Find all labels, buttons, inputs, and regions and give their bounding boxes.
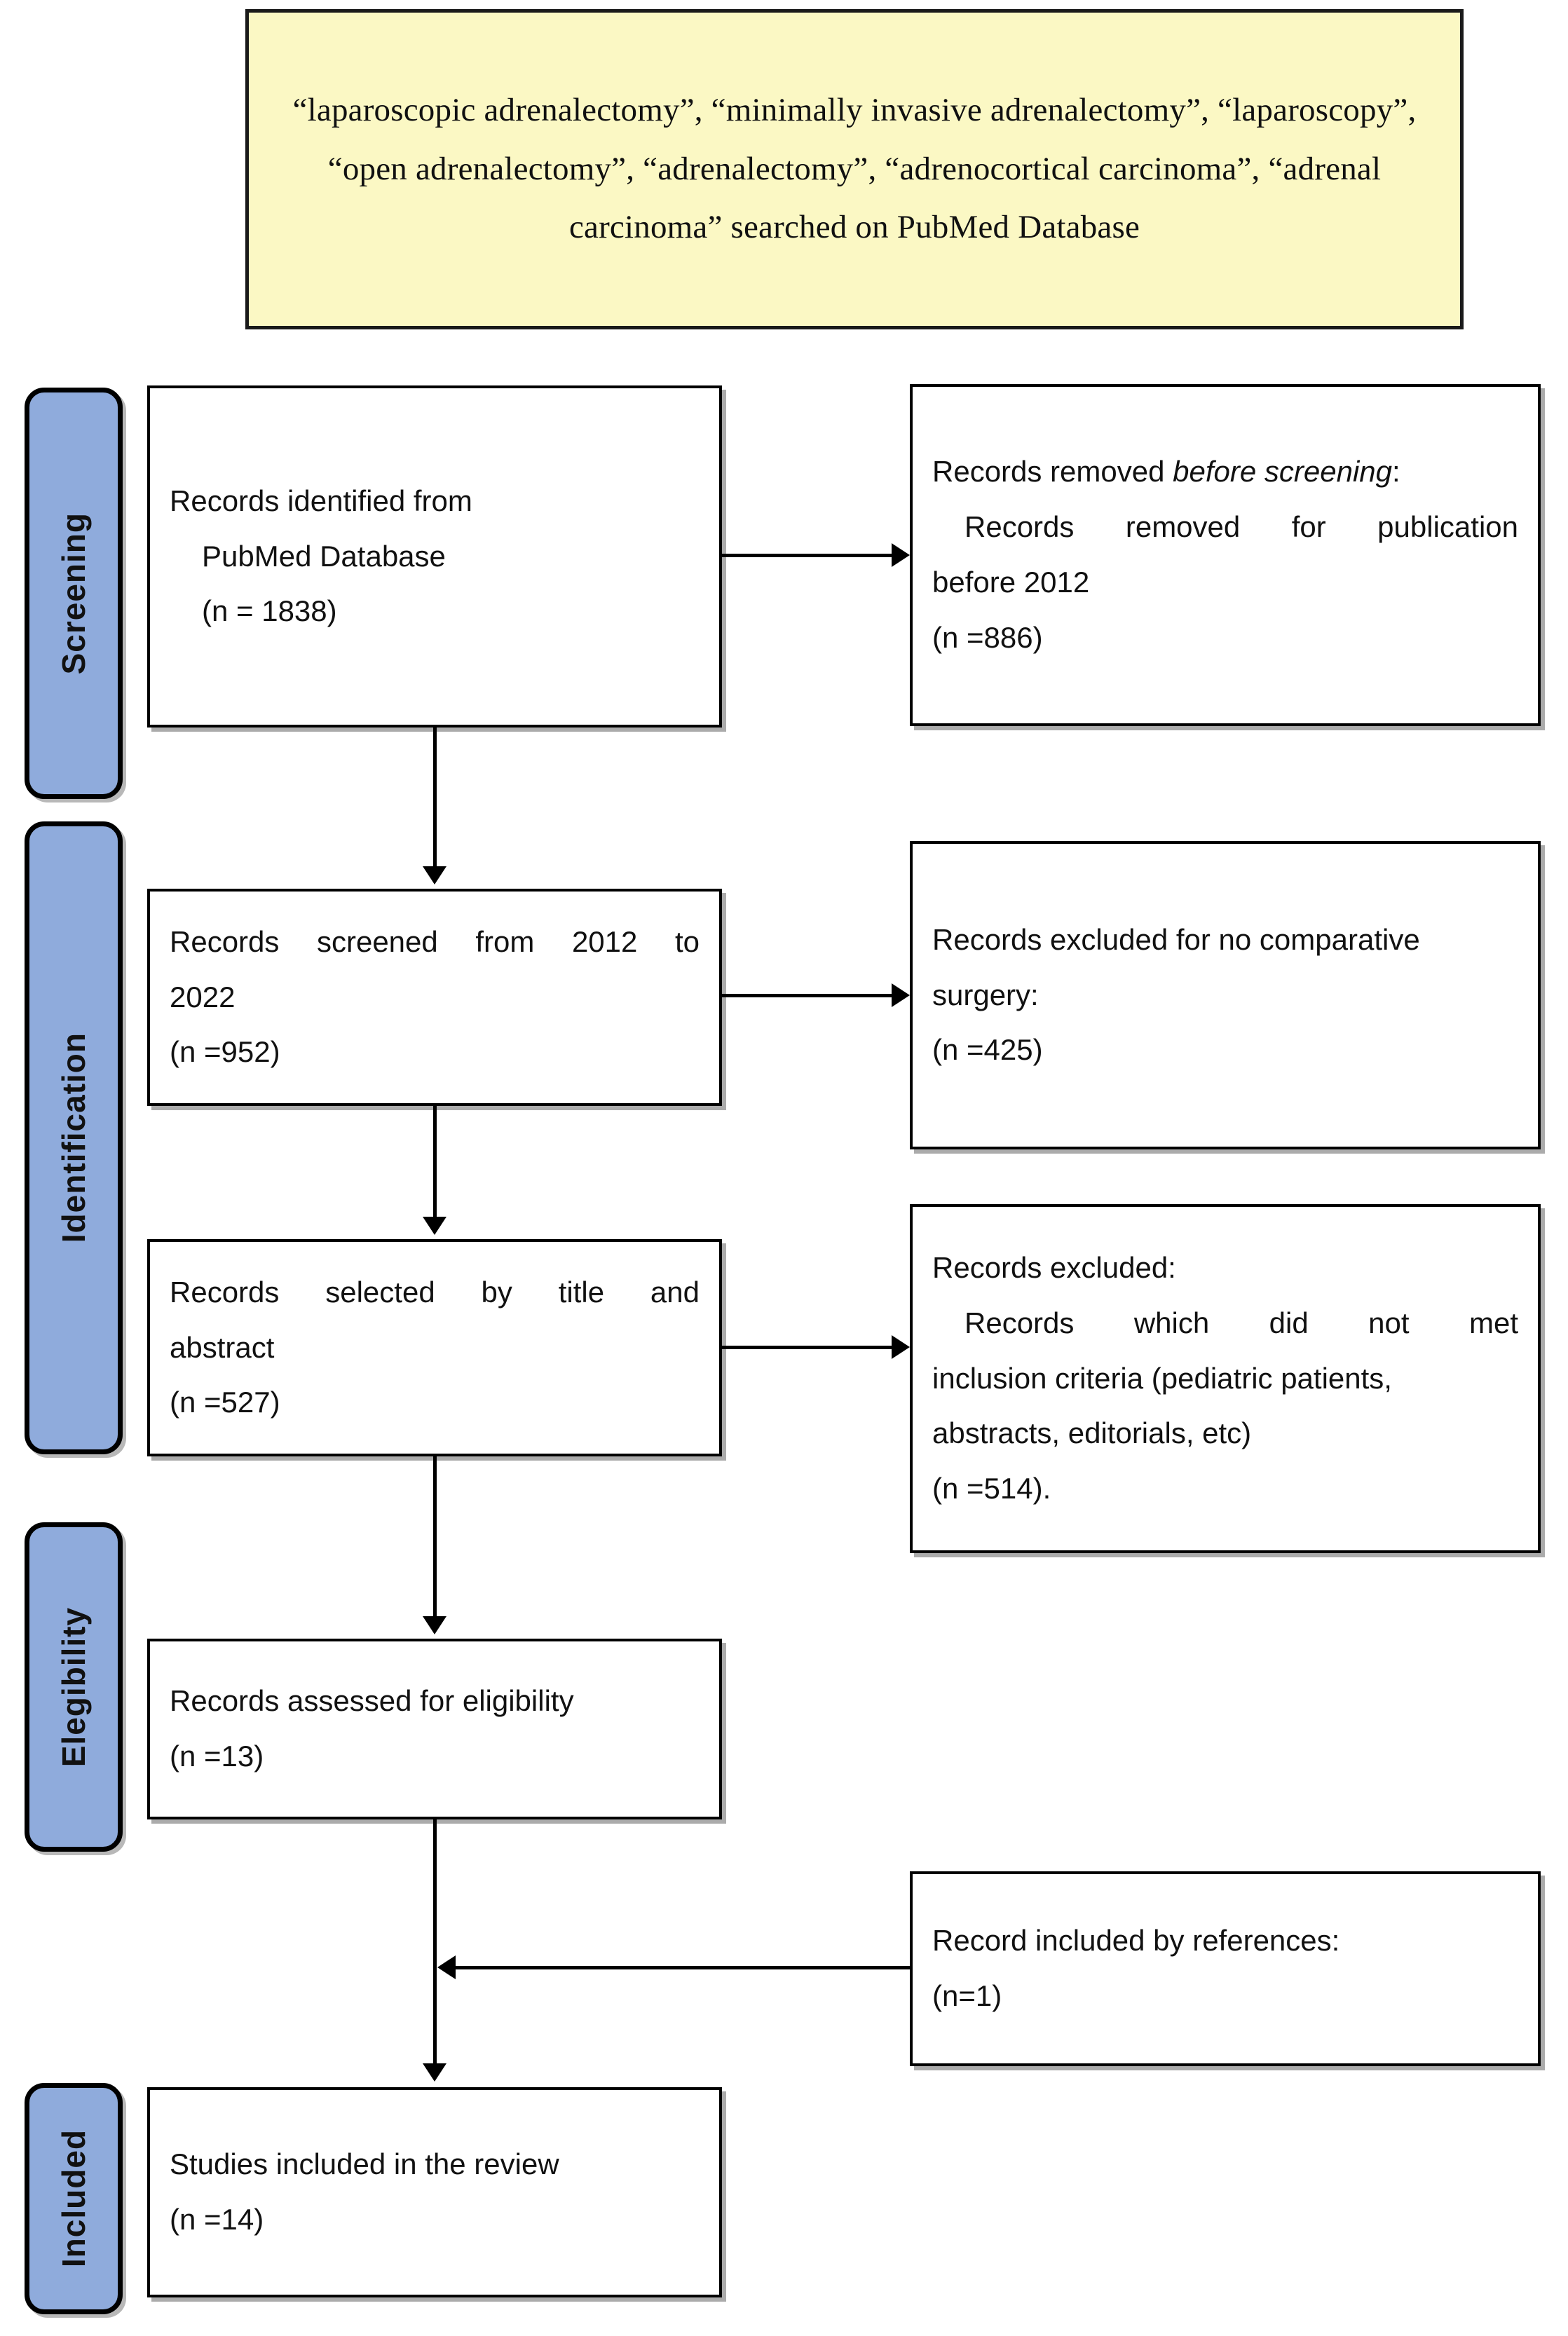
records-removed-line2: Records removed for publication [964, 510, 1518, 544]
records-removed-count: (n =886) [932, 620, 1043, 654]
record-reference-count: (n=1) [932, 1979, 1002, 2012]
box-records-screened: Records screened from 2012 to 2022 (n =9… [147, 889, 722, 1106]
box-studies-included-review: Studies included in the review (n =14) [147, 2087, 722, 2297]
stage-pill-identification: Identification [25, 821, 123, 1454]
records-removed-heading: Records removed before screening: [932, 444, 1518, 500]
excluded-comparative-line1: Records excluded for no comparative [932, 922, 1420, 956]
arrow-identified-to-screened [423, 866, 446, 884]
connector-selected-to-assessed [433, 1456, 437, 1616]
box-record-reference-text: Record included by references: (n=1) [913, 1913, 1538, 2024]
records-removed-heading-italic: before screening [1173, 455, 1393, 489]
studies-included-line1: Studies included in the review [170, 2147, 559, 2181]
arrow-selected-to-excluded-criteria [892, 1335, 910, 1359]
box-records-identified-text: Records identified from PubMed Database … [150, 474, 719, 640]
box-records-excluded-no-comparative-surgery: Records excluded for no comparative surg… [910, 841, 1541, 1149]
arrow-screened-to-excluded-comparative [892, 983, 910, 1007]
records-identified-count: (n = 1838) [202, 594, 337, 628]
connector-identified-to-screened [433, 728, 437, 866]
box-records-selected-title-abstract: Records selected by title and abstract (… [147, 1239, 722, 1456]
connector-reference-to-main-flow [456, 1966, 911, 1969]
arrow-screened-to-selected [423, 1217, 446, 1235]
stage-pill-label-identification: Identification [55, 1032, 92, 1243]
stage-pill-screening: Screening [25, 388, 123, 799]
box-records-screened-text: Records screened from 2012 to 2022 (n =9… [150, 915, 719, 1081]
connector-screened-to-excluded-comparative [722, 994, 892, 997]
box-records-assessed-eligibility: Records assessed for eligibility (n =13) [147, 1639, 722, 1819]
arrow-identified-to-removed [892, 543, 910, 567]
stage-pill-included: Included [25, 2083, 123, 2314]
search-keywords-text: “laparoscopic adrenalectomy”, “minimally… [292, 92, 1417, 246]
connector-screened-to-selected [433, 1106, 437, 1217]
excluded-criteria-heading: Records excluded: [932, 1250, 1176, 1284]
stage-pill-label-included: Included [55, 2129, 92, 2268]
records-identified-line2: PubMed Database [202, 539, 446, 573]
records-identified-line1: Records identified from [170, 484, 472, 517]
box-records-excluded-inclusion-criteria: Records excluded: Records which did not … [910, 1204, 1541, 1553]
records-selected-line1: Records selected by title and [170, 1275, 700, 1309]
records-assessed-count: (n =13) [170, 1740, 264, 1773]
box-records-assessed-text: Records assessed for eligibility (n =13) [150, 1674, 719, 1784]
arrow-assessed-to-included [423, 2063, 446, 2082]
excluded-comparative-count: (n =425) [932, 1033, 1043, 1067]
records-screened-count: (n =952) [170, 1035, 280, 1069]
records-assessed-line1: Records assessed for eligibility [170, 1684, 574, 1718]
stage-pill-label-screening: Screening [55, 512, 92, 675]
stage-pill-label-elegibility: Elegibility [55, 1606, 92, 1768]
box-records-removed-before-screening: Records removed before screening: Record… [910, 384, 1541, 726]
excluded-criteria-line4: abstracts, editorials, etc) [932, 1416, 1252, 1450]
box-records-selected-text: Records selected by title and abstract (… [150, 1265, 719, 1431]
excluded-criteria-count: (n =514). [932, 1472, 1051, 1505]
arrow-selected-to-assessed [423, 1616, 446, 1634]
box-records-excluded-criteria-text: Records excluded: Records which did not … [913, 1241, 1538, 1517]
box-records-excluded-comparative-text: Records excluded for no comparative surg… [913, 913, 1538, 1079]
box-records-identified: Records identified from PubMed Database … [147, 385, 722, 728]
connector-selected-to-excluded-criteria [722, 1346, 892, 1349]
records-selected-line2: abstract [170, 1330, 275, 1364]
excluded-criteria-line2: Records which did not met [964, 1306, 1518, 1339]
box-record-included-by-references: Record included by references: (n=1) [910, 1871, 1541, 2066]
records-selected-count: (n =527) [170, 1386, 280, 1419]
records-removed-line3: before 2012 [932, 566, 1090, 599]
connector-assessed-to-included [433, 1819, 437, 2063]
studies-included-count: (n =14) [170, 2203, 264, 2236]
records-screened-line1: Records screened from 2012 to [170, 924, 700, 958]
stage-pill-elegibility: Elegibility [25, 1522, 123, 1852]
box-records-removed-text: Records removed before screening: Record… [913, 444, 1538, 666]
records-removed-heading-prefix: Records removed [932, 455, 1173, 489]
excluded-criteria-line3: inclusion criteria (pediatric patients, [932, 1361, 1392, 1395]
search-keywords-box: “laparoscopic adrenalectomy”, “minimally… [245, 9, 1464, 329]
arrow-reference-to-main-flow [437, 1955, 456, 1979]
record-reference-line1: Record included by references: [932, 1924, 1340, 1958]
connector-identified-to-removed [722, 554, 892, 557]
records-removed-heading-suffix: : [1392, 455, 1400, 489]
box-studies-included-text: Studies included in the review (n =14) [150, 2137, 719, 2248]
records-screened-line2: 2022 [170, 980, 236, 1013]
excluded-comparative-line2: surgery: [932, 978, 1039, 1011]
